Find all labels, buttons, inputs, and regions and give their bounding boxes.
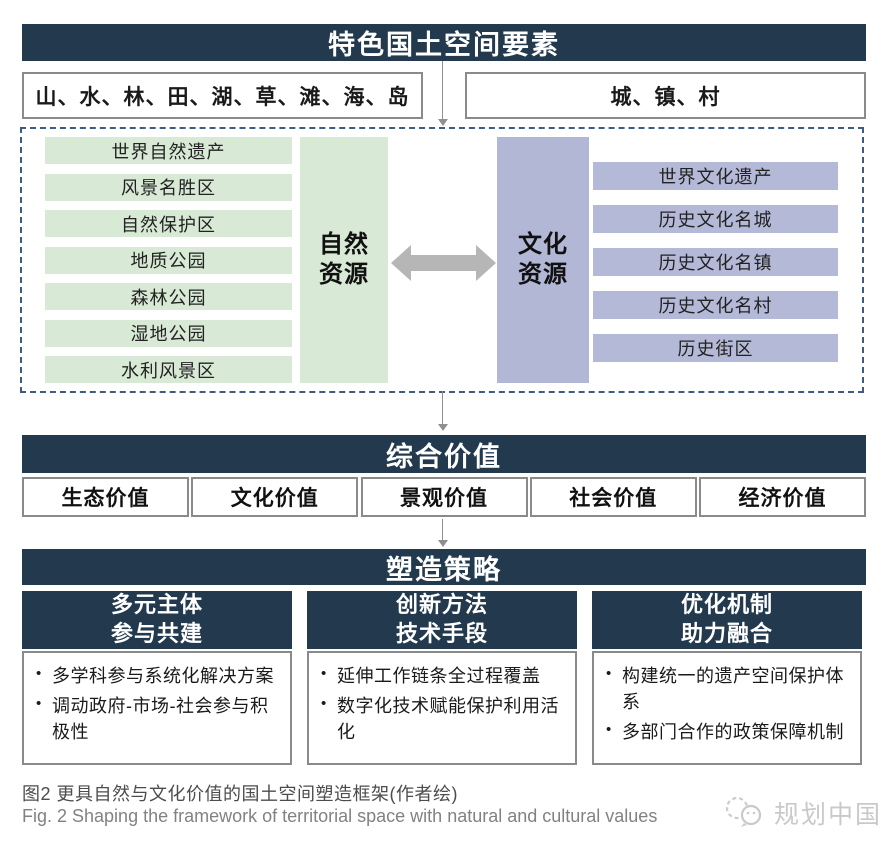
- watermark-label: 规划中国: [774, 801, 883, 829]
- natural-elements-box: 山、水、林、田、湖、草、滩、海、岛: [22, 72, 423, 119]
- list-item: 地质公园: [45, 246, 292, 274]
- watermark: 规划中国: [724, 795, 882, 831]
- list-item: 自然保护区: [45, 210, 292, 237]
- strategy-column-body: 构建统一的遗产空间保护体系 多部门合作的政策保障机制: [592, 651, 862, 765]
- list-item: 风景名胜区: [45, 173, 292, 201]
- strategy-column-header: 多元主体 参与共建: [22, 591, 292, 649]
- strategy-column-innovation: 创新方法 技术手段 延伸工作链条全过程覆盖 数字化技术赋能保护利用活化: [307, 591, 577, 765]
- resources-panel: 世界自然遗产 风景名胜区 自然保护区 地质公园 森林公园 湿地公园 水利风景区 …: [20, 127, 864, 393]
- list-item: 世界自然遗产: [45, 137, 292, 164]
- value-box-social: 社会价值: [529, 477, 697, 517]
- natural-resources-box: 自然 资源: [300, 137, 388, 383]
- figure-caption-cn: 图2 更具自然与文化价值的国土空间塑造框架(作者绘): [22, 784, 458, 804]
- strategy-bullet: 数字化技术赋能保护利用活化: [317, 693, 565, 745]
- natural-resource-list: 世界自然遗产 风景名胜区 自然保护区 地质公园 森林公园 湿地公园 水利风景区: [45, 137, 292, 383]
- planning-china-logo-icon: [725, 796, 762, 827]
- connector-line-middle: [442, 391, 443, 424]
- strategy-bullet: 调动政府-市场-社会参与积极性: [32, 693, 280, 745]
- cultural-resources-box: 文化 资源: [497, 137, 589, 383]
- list-item: 水利风景区: [45, 356, 292, 383]
- list-item: 森林公园: [45, 283, 292, 310]
- list-item: 历史文化名镇: [593, 248, 838, 276]
- header-territorial-elements-label: 特色国土空间要素: [328, 30, 560, 60]
- strategy-column-multi-actors: 多元主体 参与共建 多学科参与系统化解决方案 调动政府-市场-社会参与积极性: [22, 591, 292, 765]
- strategy-column-mechanism: 优化机制 助力融合 构建统一的遗产空间保护体系 多部门合作的政策保障机制: [592, 591, 862, 765]
- strategy-column-header: 创新方法 技术手段: [307, 591, 577, 649]
- down-arrow-icon: [438, 424, 448, 431]
- settlement-elements-label: 城、镇、村: [610, 85, 721, 109]
- strategy-column-header: 优化机制 助力融合: [592, 591, 862, 649]
- value-box-economic: 经济价值: [699, 477, 866, 517]
- strategy-column-body: 多学科参与系统化解决方案 调动政府-市场-社会参与积极性: [22, 651, 292, 765]
- settlement-elements-box: 城、镇、村: [465, 72, 866, 119]
- header-comprehensive-value-label: 综合价值: [386, 441, 502, 472]
- cultural-resource-list: 世界文化遗产 历史文化名城 历史文化名镇 历史文化名村 历史街区: [593, 162, 838, 362]
- header-territorial-elements: 特色国土空间要素: [22, 24, 866, 61]
- connector-line-top: [442, 61, 443, 120]
- strategy-bullet: 多部门合作的政策保障机制: [602, 719, 850, 745]
- header-shaping-strategy: 塑造策略: [22, 549, 866, 585]
- strategy-column-body: 延伸工作链条全过程覆盖 数字化技术赋能保护利用活化: [307, 651, 577, 765]
- list-item: 历史街区: [593, 334, 838, 362]
- list-item: 世界文化遗产: [593, 162, 838, 190]
- down-arrow-icon: [438, 540, 448, 547]
- figure-caption-en: Fig. 2 Shaping the framework of territor…: [22, 806, 658, 826]
- connector-line-bottom: [442, 519, 443, 540]
- natural-elements-label: 山、水、林、田、湖、草、滩、海、岛: [35, 85, 410, 109]
- strategy-bullet: 构建统一的遗产空间保护体系: [602, 663, 850, 715]
- strategy-bullet: 延伸工作链条全过程覆盖: [317, 663, 565, 689]
- down-arrow-icon: [438, 119, 448, 126]
- value-box-cultural: 文化价值: [191, 477, 359, 517]
- header-shaping-strategy-label: 塑造策略: [386, 554, 502, 585]
- double-arrow-icon: [391, 245, 496, 281]
- strategy-bullet: 多学科参与系统化解决方案: [32, 663, 280, 689]
- list-item: 历史文化名村: [593, 291, 838, 319]
- list-item: 历史文化名城: [593, 205, 838, 233]
- header-comprehensive-value: 综合价值: [22, 435, 866, 473]
- value-boxes-row: 生态价值 文化价值 景观价值 社会价值 经济价值: [22, 477, 866, 517]
- list-item: 湿地公园: [45, 319, 292, 347]
- value-box-landscape: 景观价值: [360, 477, 528, 517]
- value-box-ecological: 生态价值: [22, 477, 189, 517]
